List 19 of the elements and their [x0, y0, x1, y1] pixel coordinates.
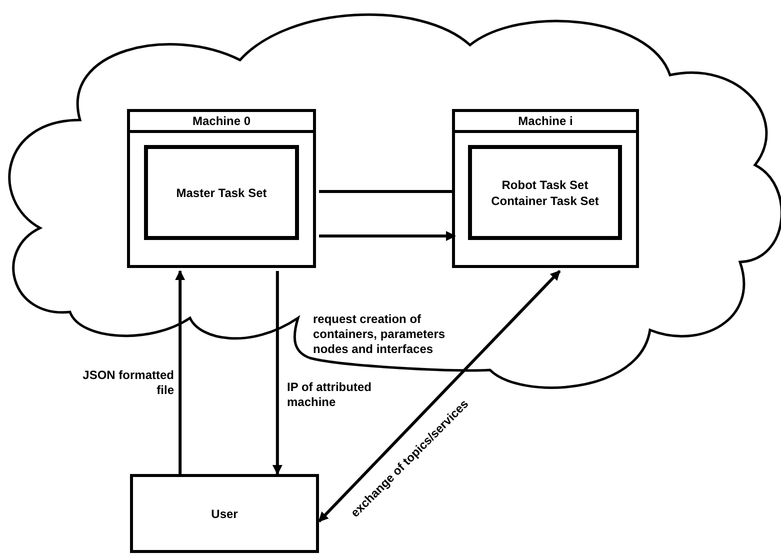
edge-label: JSON formatted file	[82, 368, 174, 398]
machine-title: Machine 0	[130, 112, 313, 133]
task-set-box	[144, 145, 299, 240]
connector-line	[319, 190, 455, 193]
annotation-text: request creation of containers, parameters nodes and interfaces	[313, 312, 446, 357]
box-label: Robot Task Set	[502, 176, 588, 192]
box-label: Master Task Set	[176, 184, 267, 200]
box-label: User	[211, 506, 238, 522]
arrow	[175, 270, 186, 474]
task-set-box	[468, 145, 622, 240]
machine-title: Machine i	[455, 112, 636, 133]
machine-box	[452, 109, 639, 268]
arrow	[272, 271, 282, 475]
machine-box	[127, 109, 316, 268]
actor-box	[130, 474, 319, 553]
edge-label: IP of attributed machine	[287, 380, 372, 410]
box-label: Container Task Set	[491, 192, 599, 208]
arrow	[318, 270, 561, 522]
arrow	[319, 231, 456, 242]
